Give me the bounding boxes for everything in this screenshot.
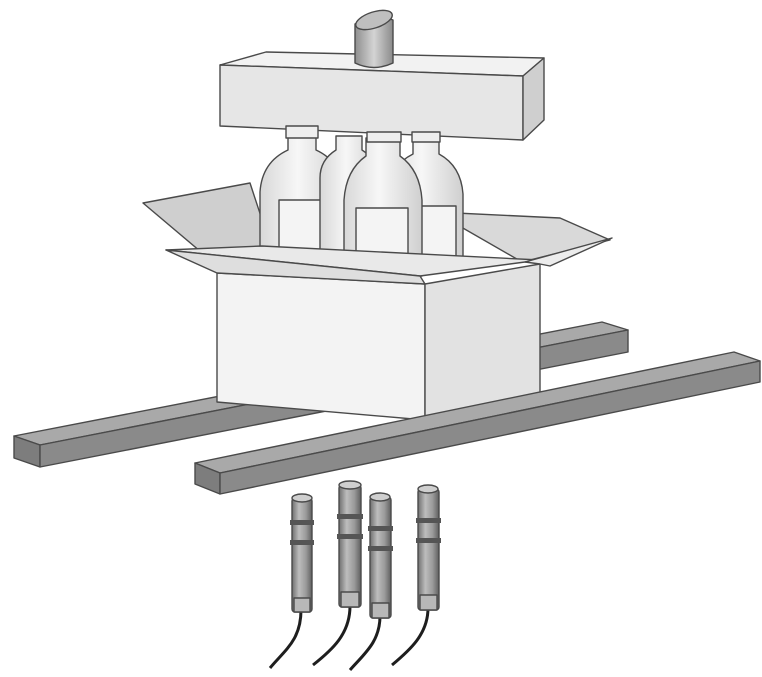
sensor-4 [391,484,441,667]
sensor-2 [312,480,363,667]
front-conveyor-rail [194,351,761,495]
proximity-sensors [268,480,441,671]
carton-box [165,237,613,421]
gripper-head [219,51,545,143]
sensor-3 [348,492,393,671]
sensor-1 [268,493,314,669]
gripper-cylinder [354,9,394,69]
